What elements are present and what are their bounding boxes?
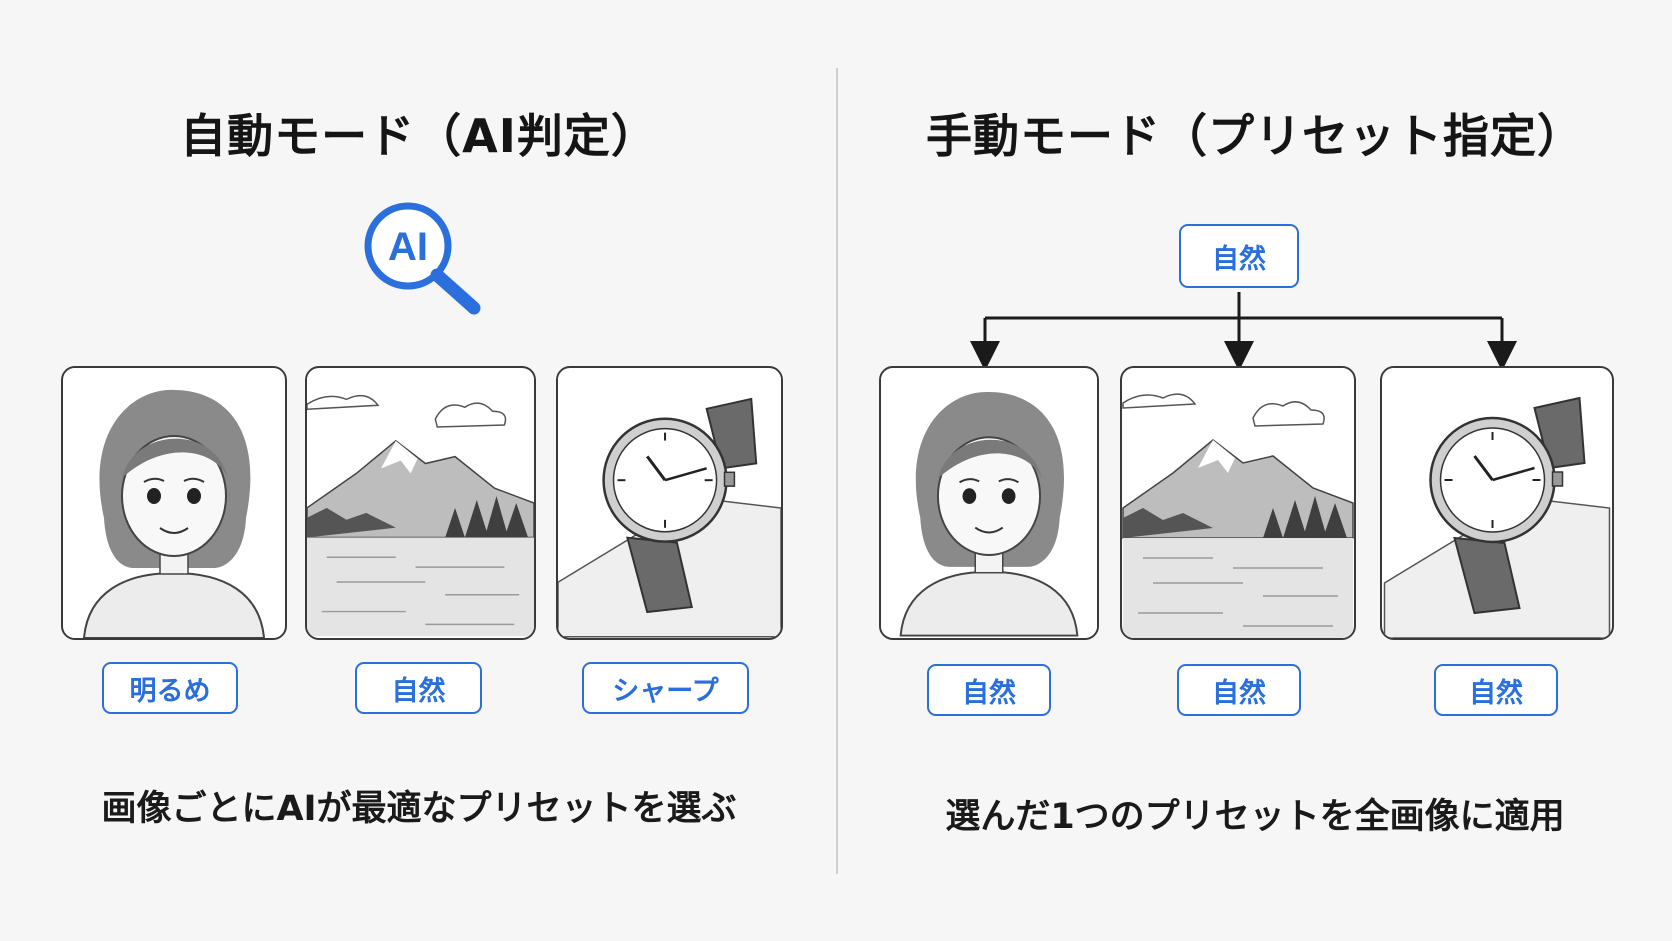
manual-mode-title: 手動モード（プリセット指定） bbox=[926, 109, 1584, 163]
landscape-illustration bbox=[307, 369, 534, 637]
image-watch bbox=[556, 366, 783, 640]
manual-mode-panel: 手動モード（プリセット指定） 自然 bbox=[838, 0, 1672, 941]
portrait-illustration bbox=[881, 370, 1097, 637]
auto-mode-title: 自動モード（AI判定） bbox=[180, 109, 658, 163]
portrait-illustration bbox=[64, 368, 284, 638]
ai-magnifier-icon: AI bbox=[364, 202, 481, 315]
ai-badge-text: AI bbox=[388, 225, 428, 269]
auto-mode-panel: 自動モード（AI判定） AI bbox=[61, 109, 783, 829]
preset-tag-landscape: 自然 bbox=[1177, 664, 1301, 716]
image-landscape bbox=[1120, 366, 1356, 640]
selected-preset-tag: 自然 bbox=[1179, 224, 1299, 288]
preset-tag-portrait: 自然 bbox=[927, 664, 1051, 716]
image-portrait bbox=[61, 366, 287, 640]
distribution-arrows bbox=[970, 292, 1517, 371]
watch-illustration bbox=[558, 369, 781, 638]
preset-tag-natural: 自然 bbox=[355, 662, 482, 714]
watch-illustration bbox=[1383, 368, 1611, 638]
image-watch bbox=[1380, 366, 1614, 640]
landscape-illustration bbox=[1122, 368, 1354, 638]
image-portrait bbox=[879, 366, 1099, 640]
preset-tag-sharp: シャープ bbox=[582, 662, 749, 714]
preset-tag-bright: 明るめ bbox=[102, 662, 238, 714]
preset-tag-watch: 自然 bbox=[1434, 664, 1558, 716]
auto-mode-caption: 画像ごとにAIが最適なプリセットを選ぶ bbox=[101, 789, 737, 829]
manual-mode-caption: 選んだ1つのプリセットを全画像に適用 bbox=[945, 797, 1565, 837]
image-landscape bbox=[305, 366, 536, 640]
panel-divider bbox=[836, 68, 838, 874]
